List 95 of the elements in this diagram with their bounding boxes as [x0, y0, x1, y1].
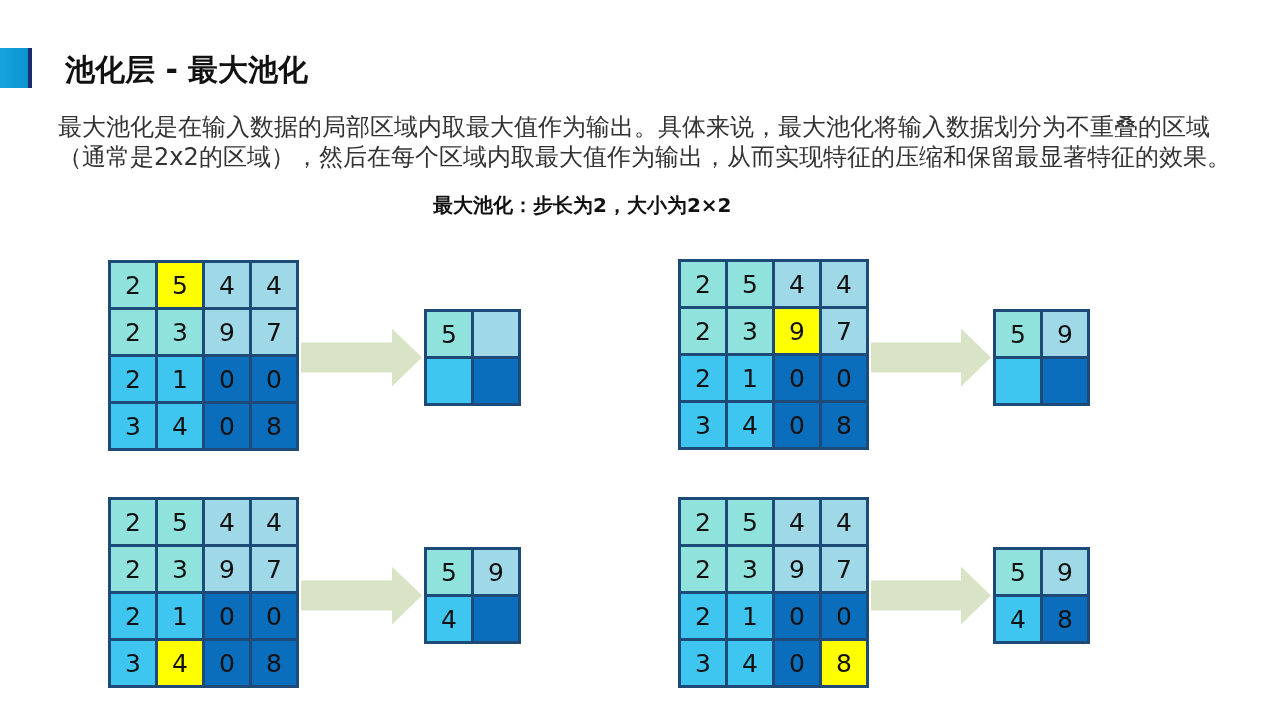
matrix-cell [427, 359, 471, 403]
matrix-cell: 9 [1043, 312, 1087, 356]
matrix-cell: 0 [205, 594, 249, 638]
matrix-cell: 8 [252, 641, 296, 685]
matrix-cell: 2 [681, 262, 725, 306]
matrix-cell: 2 [681, 547, 725, 591]
matrix-cell: 3 [111, 641, 155, 685]
matrix-cell: 2 [111, 547, 155, 591]
matrix-cell: 9 [205, 310, 249, 354]
matrix-cell: 2 [111, 357, 155, 401]
pooled-output-grid [993, 547, 1090, 644]
matrix-cell: 9 [205, 547, 249, 591]
matrix-cell: 3 [158, 547, 202, 591]
matrix-cell [996, 359, 1040, 403]
matrix-cell: 8 [1043, 597, 1087, 641]
matrix-cell: 0 [205, 404, 249, 448]
matrix-cell: 1 [158, 594, 202, 638]
matrix-cell: 5 [728, 500, 772, 544]
matrix-cell: 7 [822, 309, 866, 353]
figure-subtitle: 最大池化：步长为2，大小为2×2 [433, 192, 732, 218]
matrix-cell: 4 [427, 597, 471, 641]
matrix-cell: 0 [252, 594, 296, 638]
pooled-output-grid [424, 309, 521, 406]
block-arrow [871, 328, 991, 387]
matrix-cell: 4 [728, 641, 772, 685]
matrix-cell: 0 [775, 594, 819, 638]
matrix-cell: 5 [728, 262, 772, 306]
matrix-cell: 5 [427, 550, 471, 594]
matrix-cell: 0 [205, 357, 249, 401]
matrix-cell: 2 [111, 263, 155, 307]
description-paragraph: 最大池化是在输入数据的局部区域内取最大值作为输出。具体来说，最大池化将输入数据划分为不重叠的区域（通常是2x2的区域），然后在每个区域内取最大值作为输出，从而实现特征的压缩和保留最显著特征的效果。 [58, 112, 1232, 172]
matrix-cell: 2 [681, 594, 725, 638]
matrix-cell: 0 [205, 641, 249, 685]
matrix-cell [1043, 359, 1087, 403]
matrix-cell: 4 [252, 500, 296, 544]
matrix-cell: 4 [205, 500, 249, 544]
block-arrow [301, 566, 422, 625]
matrix-cell: 2 [111, 310, 155, 354]
matrix-cell: 3 [728, 309, 772, 353]
matrix-cell: 2 [681, 500, 725, 544]
matrix-cell: 4 [728, 403, 772, 447]
matrix-cell: 1 [728, 594, 772, 638]
matrix-cell: 9 [1043, 550, 1087, 594]
pooled-output-grid [424, 547, 521, 644]
matrix-cell: 9 [775, 547, 819, 591]
matrix-cell: 2 [111, 594, 155, 638]
matrix-cell: 2 [681, 356, 725, 400]
matrix-cell: 5 [996, 550, 1040, 594]
matrix-cell: 3 [111, 404, 155, 448]
highlighted-cell: 5 [158, 263, 202, 307]
matrix-cell: 1 [158, 357, 202, 401]
matrix-cell: 0 [822, 356, 866, 400]
matrix-cell: 5 [996, 312, 1040, 356]
matrix-cell: 4 [775, 500, 819, 544]
matrix-cell: 0 [822, 594, 866, 638]
matrix-cell: 8 [252, 404, 296, 448]
matrix-cell: 1 [728, 356, 772, 400]
matrix-cell: 3 [158, 310, 202, 354]
block-arrow [871, 566, 991, 625]
matrix-cell: 4 [775, 262, 819, 306]
matrix-cell: 2 [111, 500, 155, 544]
matrix-cell: 3 [728, 547, 772, 591]
matrix-cell: 4 [158, 404, 202, 448]
input-matrix-grid [108, 260, 299, 451]
matrix-cell: 7 [252, 310, 296, 354]
page-title: 池化层 - 最大池化 [65, 51, 309, 89]
matrix-cell: 0 [775, 403, 819, 447]
input-matrix-grid [678, 497, 869, 688]
matrix-cell: 0 [252, 357, 296, 401]
matrix-cell: 2 [681, 309, 725, 353]
matrix-cell [474, 597, 518, 641]
matrix-cell: 9 [474, 550, 518, 594]
matrix-cell: 8 [822, 403, 866, 447]
matrix-cell [474, 359, 518, 403]
highlighted-cell: 8 [822, 641, 866, 685]
input-matrix-grid [678, 259, 869, 450]
matrix-cell: 4 [822, 500, 866, 544]
matrix-cell: 3 [681, 641, 725, 685]
matrix-cell: 0 [775, 356, 819, 400]
matrix-cell: 7 [252, 547, 296, 591]
matrix-cell: 4 [205, 263, 249, 307]
matrix-cell: 5 [427, 312, 471, 356]
input-matrix-grid [108, 497, 299, 688]
matrix-cell [474, 312, 518, 356]
matrix-cell: 5 [158, 500, 202, 544]
matrix-cell: 4 [252, 263, 296, 307]
matrix-cell: 4 [996, 597, 1040, 641]
matrix-cell: 7 [822, 547, 866, 591]
matrix-cell: 4 [822, 262, 866, 306]
pooled-output-grid [993, 309, 1090, 406]
highlighted-cell: 9 [775, 309, 819, 353]
matrix-cell: 3 [681, 403, 725, 447]
matrix-cell: 0 [775, 641, 819, 685]
block-arrow [301, 328, 422, 387]
highlighted-cell: 4 [158, 641, 202, 685]
